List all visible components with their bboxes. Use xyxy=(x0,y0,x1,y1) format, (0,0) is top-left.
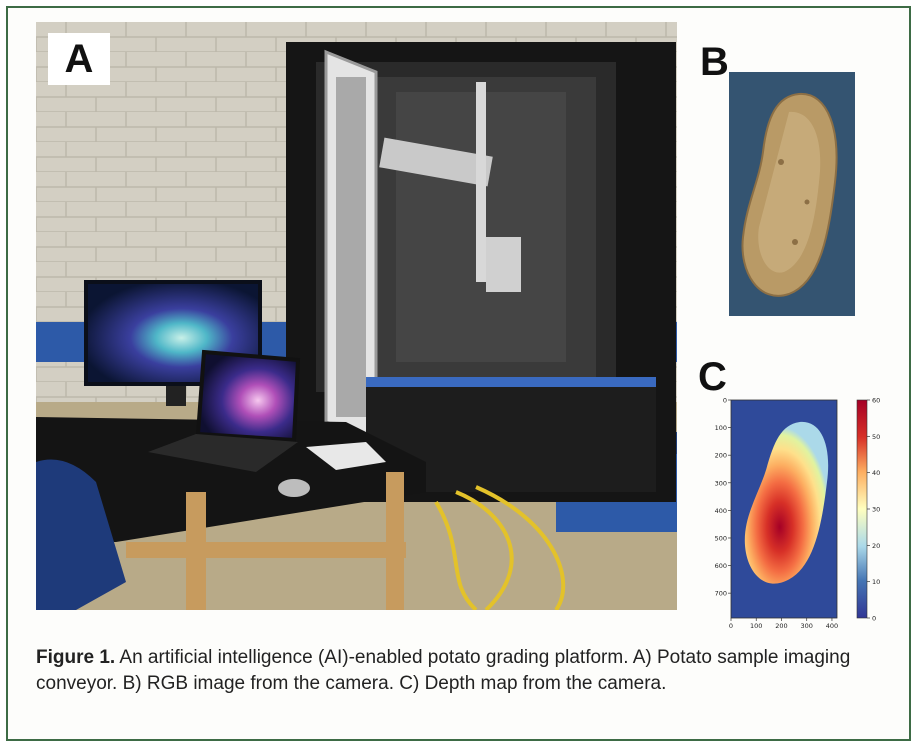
caption-prefix: Figure 1. xyxy=(36,647,116,668)
colorbar-tick-label: 60 xyxy=(872,397,880,405)
depth-map-chart: 0 100 200 300 400 500 600 700 0 100 200 300 400 0 10 2… xyxy=(715,397,881,631)
y-tick-label: 0 xyxy=(723,397,727,405)
y-tick-label: 500 xyxy=(715,534,727,542)
figure-caption: Figure 1. An artificial intelligence (AI… xyxy=(36,645,896,697)
colorbar xyxy=(856,399,868,619)
y-tick-label: 600 xyxy=(715,562,727,570)
y-tick-label: 700 xyxy=(715,590,727,598)
y-tick-label: 100 xyxy=(715,424,727,432)
colorbar-tick-label: 0 xyxy=(872,615,876,623)
colorbar-tick-label: 30 xyxy=(872,506,880,514)
panel-a-photo xyxy=(36,22,677,610)
y-tick-label: 300 xyxy=(715,479,727,487)
depth-map-frame xyxy=(730,399,838,619)
potato-rgb-illustration xyxy=(729,72,855,316)
y-tick-label: 200 xyxy=(715,452,727,460)
panel-c-label: C xyxy=(698,355,727,399)
colorbar-tick-label: 20 xyxy=(872,542,880,550)
panel-b-label: B xyxy=(700,40,729,84)
x-tick-label: 100 xyxy=(750,622,762,630)
caption-text: An artificial intelligence (AI)-enabled … xyxy=(36,647,851,694)
colorbar-tick-label: 40 xyxy=(872,469,880,477)
depth-map-potato xyxy=(744,421,829,584)
y-tick-label: 400 xyxy=(715,507,727,515)
x-tick-label: 0 xyxy=(729,622,733,630)
x-tick-label: 300 xyxy=(801,622,813,630)
x-tick-label: 400 xyxy=(826,622,838,630)
colorbar-tick-label: 50 xyxy=(872,433,880,441)
colorbar-tick-label: 10 xyxy=(872,578,880,586)
imaging-conveyor-illustration xyxy=(36,22,677,610)
panel-b-potato-photo xyxy=(729,72,855,316)
panel-a-label: A xyxy=(48,33,110,85)
x-tick-label: 200 xyxy=(775,622,787,630)
